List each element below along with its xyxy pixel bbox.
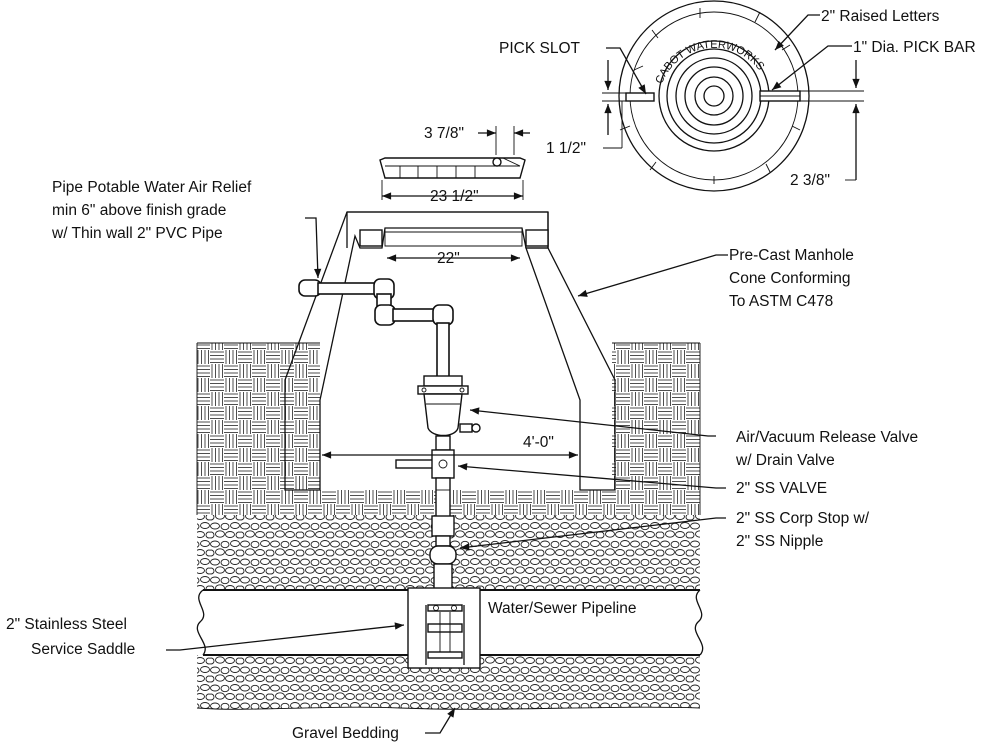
label-air-valve-line-1: Air/Vacuum Release Valve <box>736 429 918 446</box>
lid-top-view: CABOT WATERWORKS <box>618 0 810 192</box>
label-gravel-bedding: Gravel Bedding <box>292 725 399 742</box>
label-pipeline: Water/Sewer Pipeline <box>488 600 636 617</box>
label-ss-valve: 2" SS VALVE <box>736 480 827 497</box>
label-air-relief-line-3: w/ Thin wall 2" PVC Pipe <box>51 225 223 242</box>
label-air-relief-line-2: min 6" above finish grade <box>52 202 226 219</box>
label-dim-22: 22" <box>437 250 460 267</box>
label-manhole-line-2: Cone Conforming <box>729 270 850 287</box>
label-air-valve-line-2: w/ Drain Valve <box>735 452 835 469</box>
label-pick-slot: PICK SLOT <box>499 40 580 57</box>
leader-lines <box>166 14 852 734</box>
label-dim-23-1-2: 23 1/2" <box>430 188 479 205</box>
label-dim-3-7-8: 3 7/8" <box>424 125 464 142</box>
label-saddle-line-1: 2" Stainless Steel <box>6 616 127 633</box>
air-vacuum-release-valve <box>417 375 481 451</box>
label-pick-bar: 1" Dia. PICK BAR <box>853 39 976 56</box>
dimension-lines <box>322 60 864 459</box>
air-relief-pipe <box>298 278 454 379</box>
manhole-interior-base <box>320 300 612 490</box>
label-manhole-line-1: Pre-Cast Manhole <box>729 247 854 264</box>
label-dim-1-1-2: 1 1/2" <box>546 140 586 157</box>
labels: 2" Raised Letters PICK SLOT 1" Dia. PICK… <box>6 8 976 742</box>
label-dim-4-0: 4'-0" <box>523 434 554 451</box>
label-raised-letters: 2" Raised Letters <box>821 8 940 25</box>
label-air-relief-line-1: Pipe Potable Water Air Relief <box>52 179 252 196</box>
label-dim-2-3-8: 2 3/8" <box>790 172 830 189</box>
label-saddle-line-2: Service Saddle <box>31 641 135 658</box>
label-manhole-line-3: To ASTM C478 <box>729 293 833 310</box>
lid-section-view <box>379 157 526 179</box>
label-corp-stop-line-2: 2" SS Nipple <box>736 533 823 550</box>
service-saddle <box>407 587 481 669</box>
precast-manhole-cone <box>284 211 616 491</box>
label-corp-stop-line-1: 2" SS Corp Stop w/ <box>736 510 870 527</box>
